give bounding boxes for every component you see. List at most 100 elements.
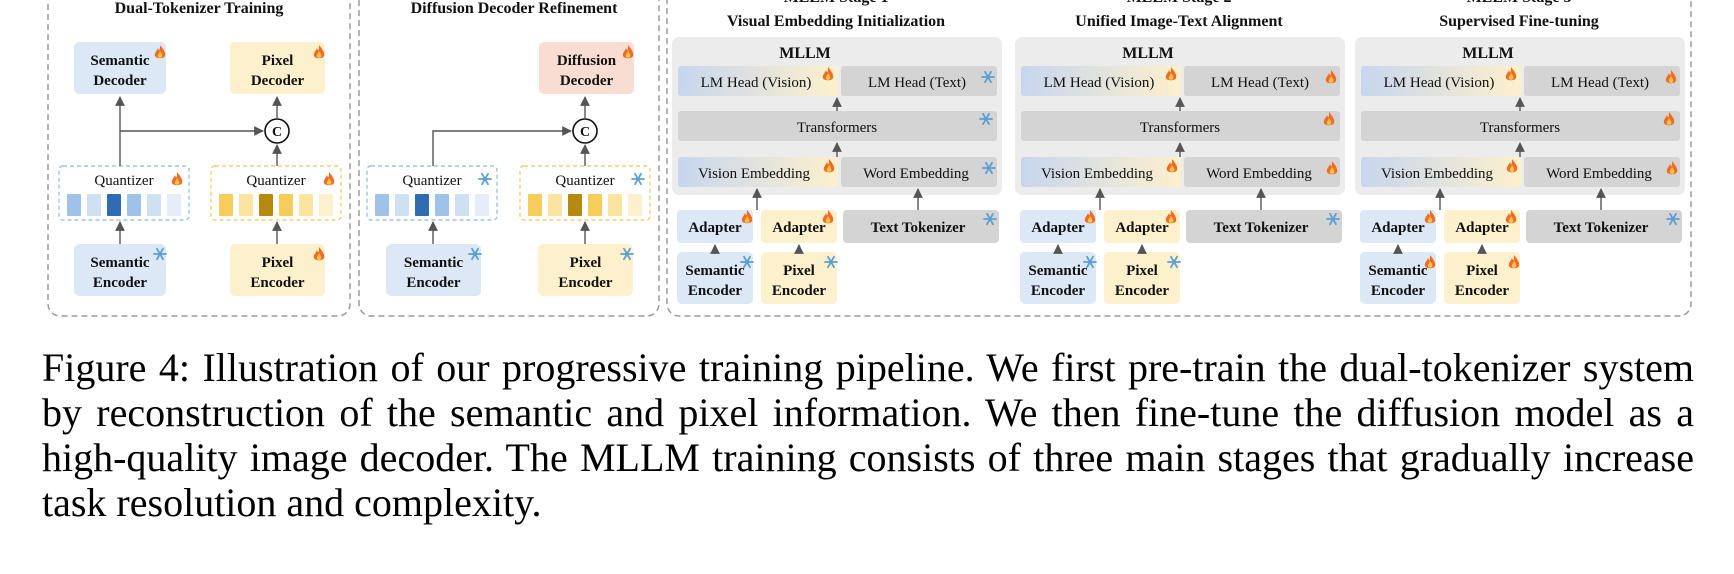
stage3-text-tokenizer [1526,210,1682,243]
snowflake-icon [1326,212,1340,226]
fire-icon [1663,112,1675,126]
stage1-semantic-encoder-label-line1: Semantic [685,263,745,279]
semantic-decoder-box-label-line2: Decoder [93,73,147,89]
frozen-semantic-quantizer-token [415,194,429,216]
stage2-lm-head-text [1184,66,1340,96]
stage2-transformers [1021,111,1340,141]
mllm-stages-frame [666,0,1692,317]
frozen-semantic-encoder-box-label-line2: Encoder [406,275,461,291]
stage2-adapter-semantic [1020,210,1096,243]
pixel-quantizer-label: Quantizer [246,173,305,189]
fire-icon [154,45,166,59]
semantic-quantizer-token [127,194,141,216]
stage3-semantic-encoder-label-line1: Semantic [1368,263,1428,279]
stage1-pixel-encoder-label-line1: Pixel [783,263,815,279]
semantic-encoder-box [74,244,166,296]
fire-icon [1323,112,1335,126]
frozen-pixel-quantizer-token [528,194,542,216]
fire-icon [1084,210,1096,224]
frozen-pixel-encoder-box-label-line2: Encoder [558,275,613,291]
stage3-lm-head-vision [1361,66,1521,96]
stage2-subtitle: Unified Image-Text Alignment [1075,13,1283,30]
fire-icon [171,172,183,186]
stage2-adapter-semantic-label: Adapter [1031,220,1085,236]
stage3-pixel-encoder-label-line2: Encoder [1455,283,1510,299]
stage2-word-embedding-label: Word Embedding [1206,166,1312,182]
fire-icon [1665,70,1677,84]
frozen-pixel-quantizer-token [628,194,642,216]
stage2-transformers-label: Transformers [1140,120,1220,136]
frozen-pixel-encoder-box-label-line1: Pixel [570,255,602,271]
snowflake-icon [740,255,754,269]
pixel-quantizer-token [239,194,253,216]
semantic-quantizer-frame [58,165,190,221]
frozen-semantic-quantizer-token [475,194,489,216]
stage2-word-embedding [1184,157,1340,187]
stage1-lm-head-text [841,66,997,96]
stage2-vision-embedding-label: Vision Embedding [1041,166,1154,182]
pixel-quantizer-token [259,194,273,216]
stage1-word-embedding [841,157,997,187]
stage1-lm-head-text-label: LM Head (Text) [868,75,966,91]
pixel-decoder-box-label-line2: Decoder [251,73,305,89]
snowflake-icon [983,212,997,226]
frozen-semantic-quantizer-token [395,194,409,216]
arrow [432,126,572,166]
stage2-title: MLLM Stage 2 [1127,0,1232,6]
snowflake-icon [153,247,167,261]
stage3-vision-embedding-label: Vision Embedding [1381,166,1494,182]
frozen-semantic-quantizer-label: Quantizer [402,173,461,189]
stage3-pixel-encoder-label-line1: Pixel [1466,263,1498,279]
stage1-word-embedding-label: Word Embedding [863,166,969,182]
stage3-transformers [1361,111,1680,141]
frozen-pixel-quantizer-token [608,194,622,216]
stage1-pixel-encoder-label-line2: Encoder [772,283,827,299]
frozen-pixel-quantizer-token [588,194,602,216]
stage1-adapter-semantic [677,210,753,243]
stage2-lm-head-vision [1021,66,1181,96]
training-pipeline-figure: Dual-Tokenizer TrainingSemanticDecoderPi… [47,0,1692,317]
stage1-subtitle: Visual Embedding Initialization [727,13,945,30]
frozen-semantic-encoder-box [386,244,481,296]
frozen-pixel-quantizer-frame [519,165,651,221]
fire-icon [1506,159,1518,173]
snowflake-icon [478,172,492,186]
frozen-semantic-quantizer-token [455,194,469,216]
stage2-semantic-encoder-label-line1: Semantic [1028,263,1088,279]
stage3-title: MLLM Stage 3 [1467,0,1572,6]
stage1-title: MLLM Stage 1 [784,0,889,6]
stage3-semantic-encoder-label-line2: Encoder [1371,283,1426,299]
frozen-pixel-encoder-box [538,244,633,296]
stage1-adapter-pixel [761,210,837,243]
stage1-transformers [678,111,997,141]
semantic-quantizer-label: Quantizer [94,173,153,189]
fire-icon [1424,210,1436,224]
fire-icon [1505,210,1517,224]
stage3-adapter-pixel [1444,210,1520,243]
stage1-mllm-label: MLLM [779,45,831,62]
pixel-encoder-box [230,244,325,296]
stage1-adapter-semantic-label: Adapter [688,220,742,236]
snowflake-icon [620,247,634,261]
pixel-quantizer-token [319,194,333,216]
stage3-transformers-label: Transformers [1480,120,1560,136]
fire-icon [313,45,325,59]
stage3-mllm-label: MLLM [1462,45,1514,62]
semantic-decoder-box-label-line1: Semantic [90,53,150,69]
stage3-semantic-encoder [1360,252,1436,304]
stage2-semantic-encoder-label-line2: Encoder [1031,283,1086,299]
fire-icon [1166,159,1178,173]
figure-caption: Figure 4: Illustration of our progressiv… [42,345,1694,525]
stage3-word-embedding [1524,157,1680,187]
pixel-encoder-box-label-line1: Pixel [262,255,294,271]
snowflake-icon [824,255,838,269]
stage2-vision-embedding [1021,157,1181,187]
pixel-decoder-box-label-line1: Pixel [262,53,294,69]
frozen-pixel-quantizer-token [568,194,582,216]
stage3-word-embedding-label: Word Embedding [1546,166,1652,182]
semantic-quantizer-token [67,194,81,216]
snowflake-icon [979,112,993,126]
stage3-lm-head-vision-label: LM Head (Vision) [1384,75,1495,91]
fire-icon [622,45,634,59]
fire-icon [1508,255,1520,269]
